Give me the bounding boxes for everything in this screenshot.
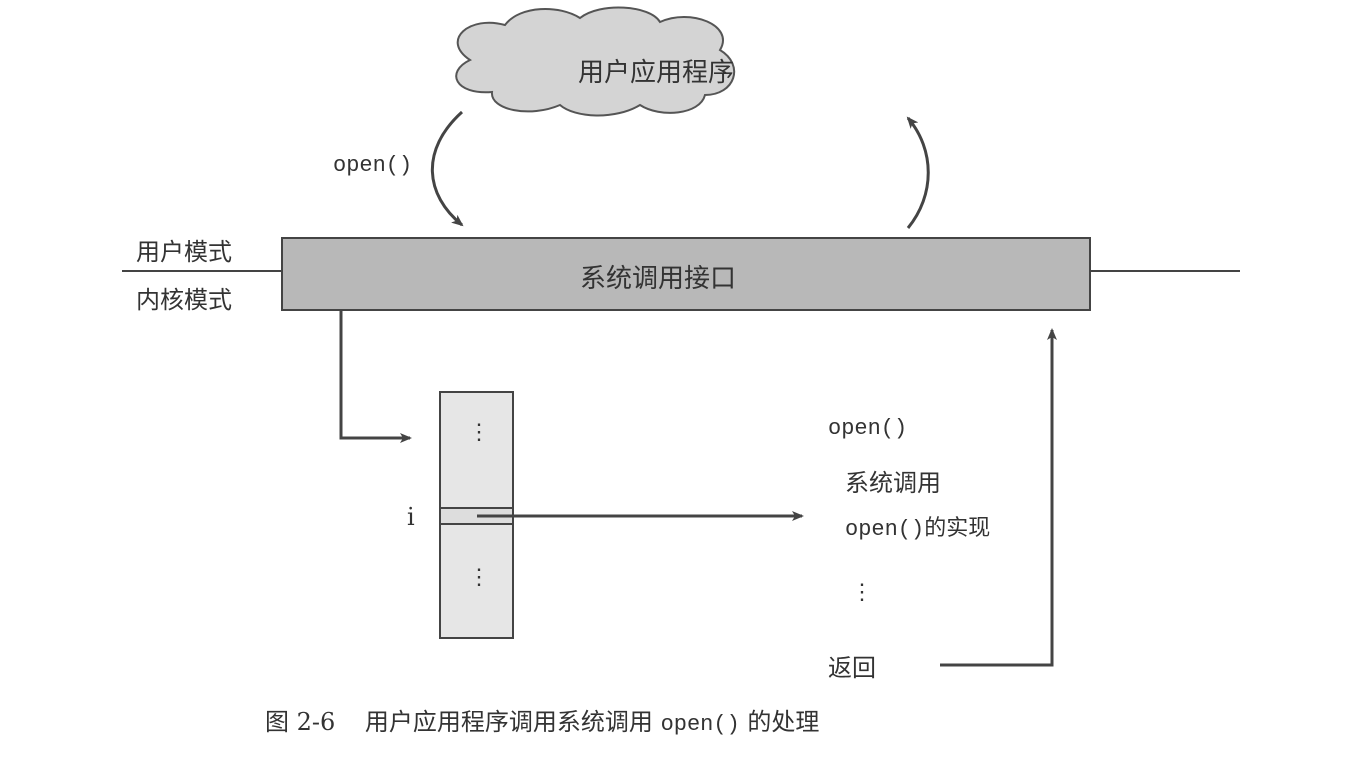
system-call-interface-bar — [281, 237, 1091, 311]
call-arrow — [430, 110, 464, 227]
dispatch-arrow — [339, 310, 412, 443]
impl-dots: ⋮ — [851, 580, 873, 605]
table-dots-bottom: ⋮ — [468, 565, 490, 590]
impl-return: 返回 — [828, 654, 876, 682]
impl-line2-text: open()的实现 — [845, 517, 991, 542]
impl-line2: open()的实现 — [845, 510, 990, 542]
caption-suffix: 的处理 — [747, 708, 820, 736]
interface-label: 系统调用接口 — [580, 264, 737, 294]
return-arrow — [940, 328, 1057, 667]
caption-code: open() — [660, 712, 740, 737]
impl-line1: 系统调用 — [845, 469, 941, 497]
table-dots-top: ⋮ — [468, 420, 490, 445]
caption-prefix: 图 2-6 — [265, 708, 336, 736]
return-to-app-arrow — [906, 116, 930, 229]
figure-caption: 图 2-6 用户应用程序调用系统调用 open() 的处理 — [265, 702, 819, 737]
kernel-mode-label: 内核模式 — [136, 286, 232, 314]
impl-title: open() — [828, 416, 908, 441]
cloud-label: 用户应用程序 — [578, 58, 735, 88]
user-application-cloud — [455, 6, 736, 117]
caption-text: 用户应用程序调用系统调用 — [364, 708, 653, 736]
user-mode-label: 用户模式 — [136, 238, 232, 266]
call-label: open() — [333, 153, 413, 178]
table-index-label: i — [407, 503, 415, 531]
